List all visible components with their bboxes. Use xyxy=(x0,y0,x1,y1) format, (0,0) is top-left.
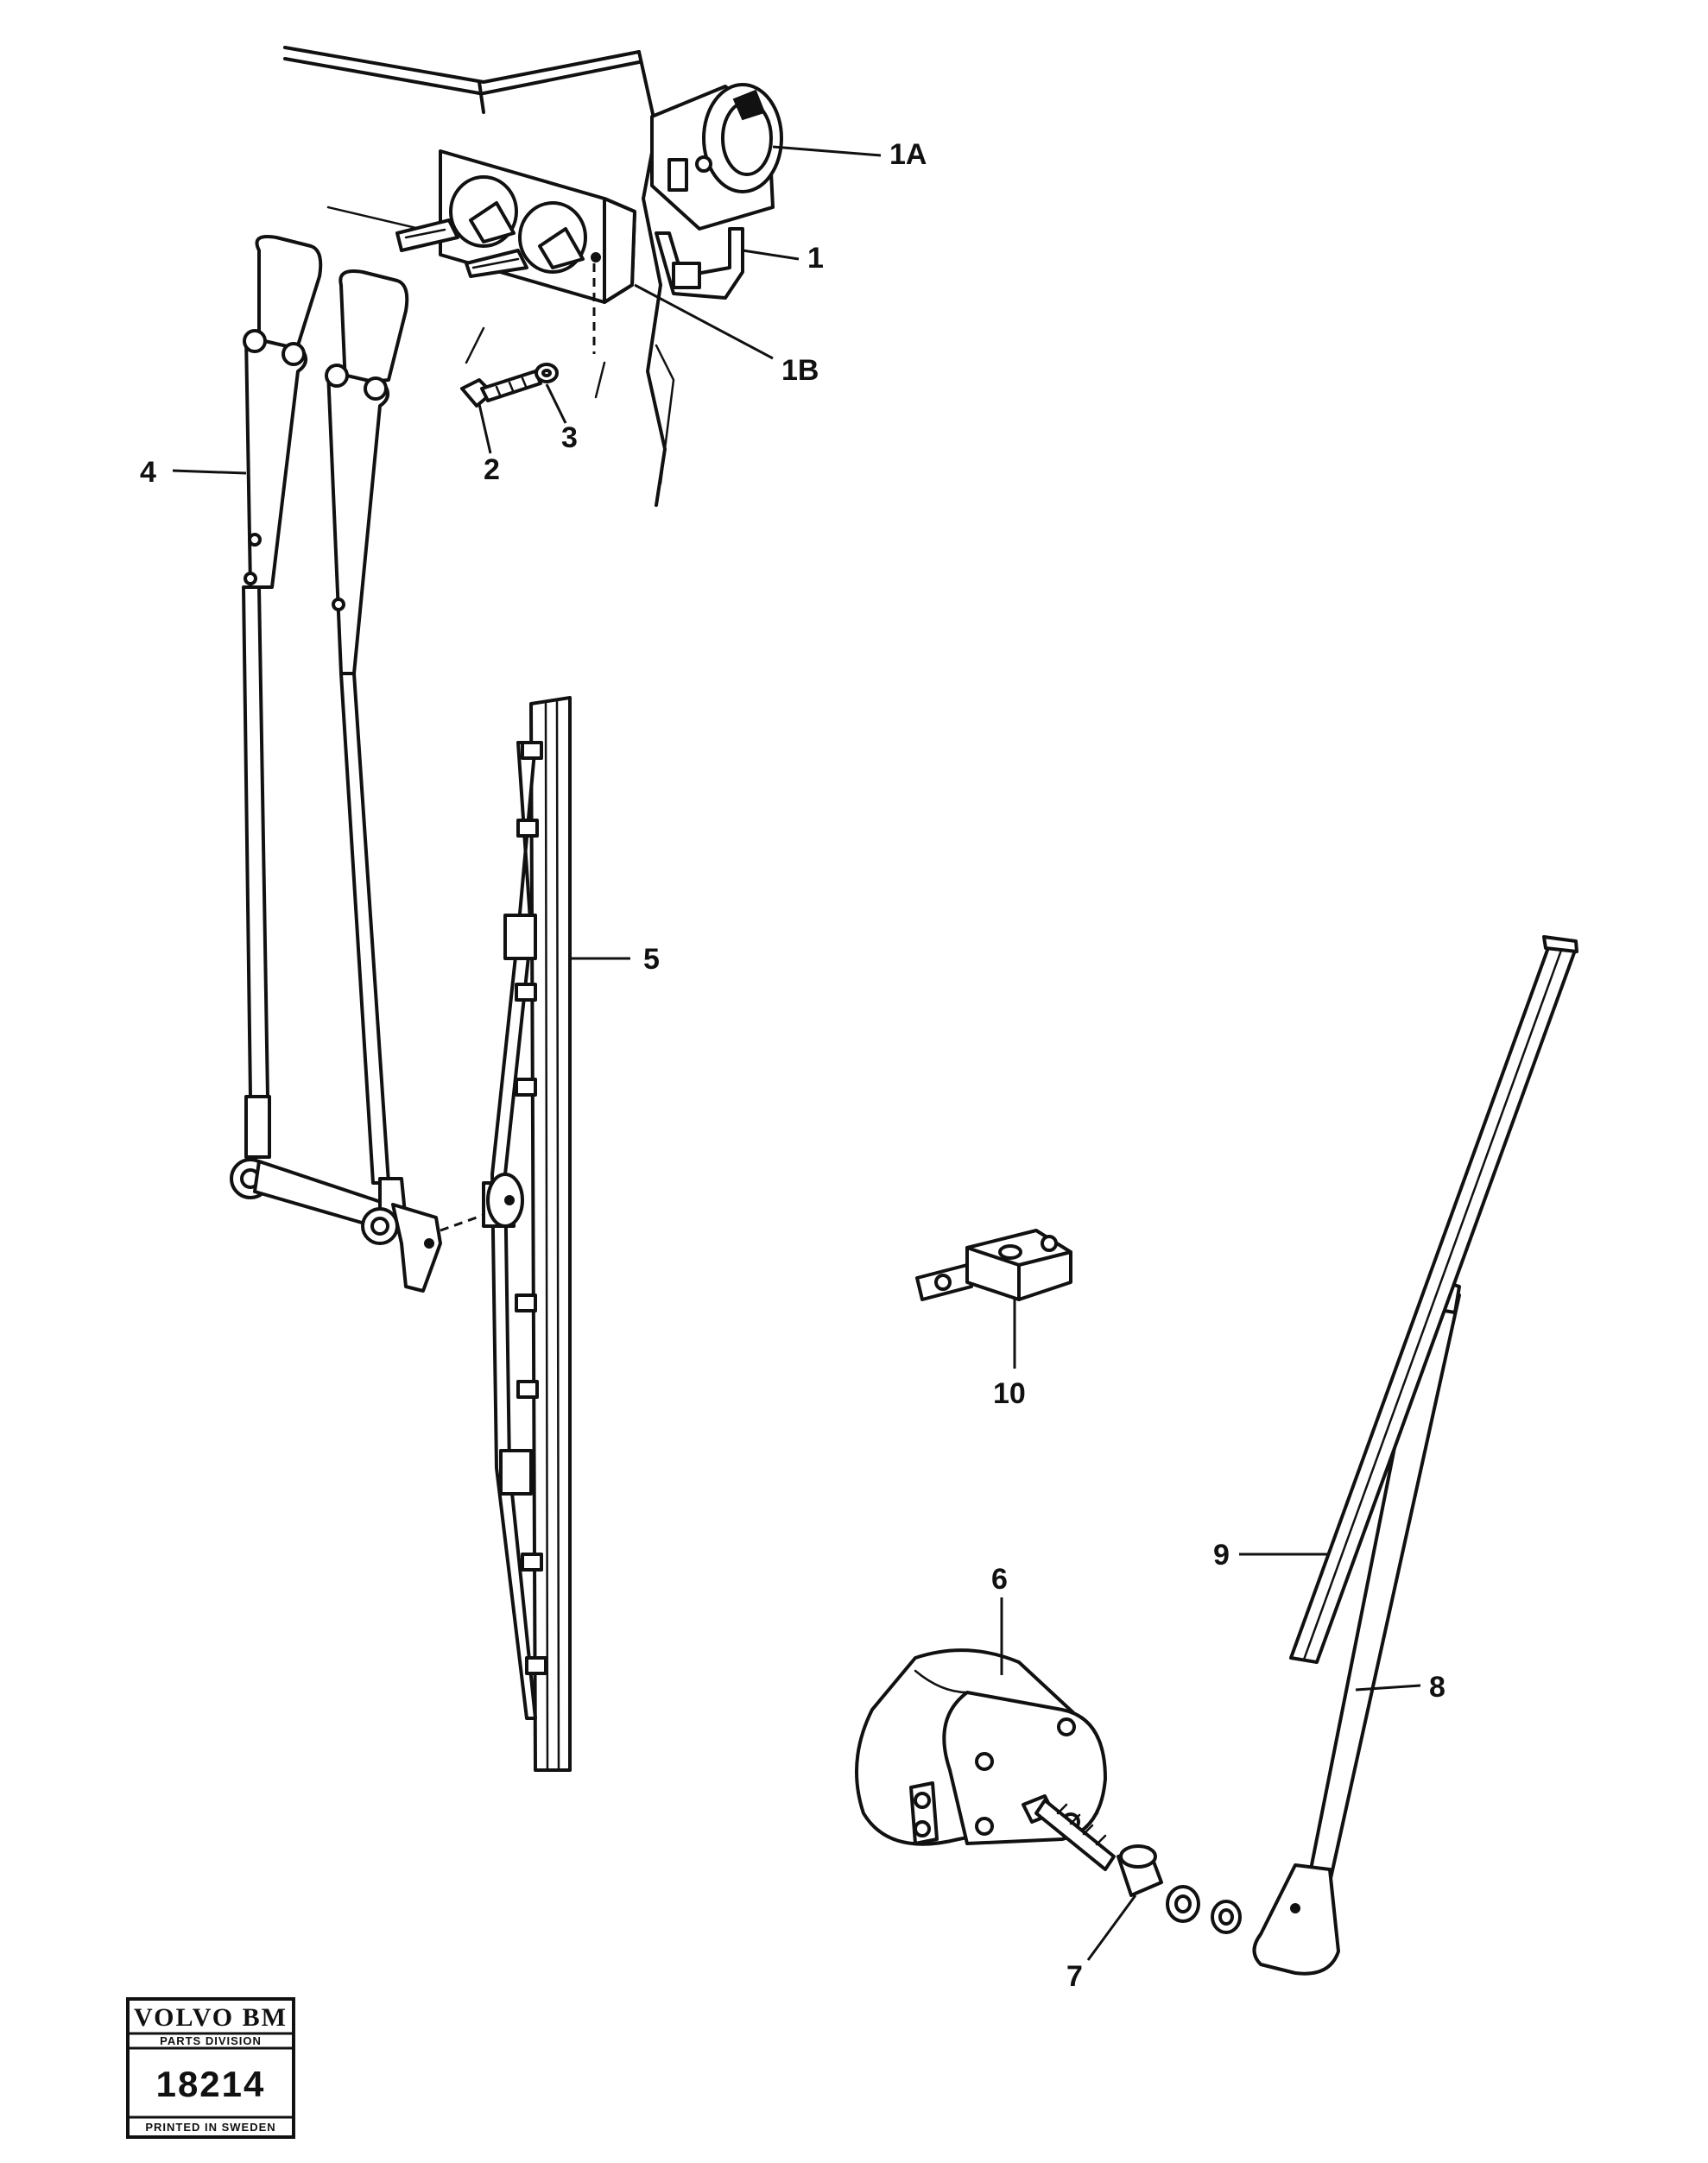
rear-wiper-blade-9 xyxy=(1289,935,1578,1664)
washer-3 xyxy=(535,363,559,383)
callout-5: 5 xyxy=(643,943,660,976)
callout-4: 4 xyxy=(140,456,156,489)
callout-6: 6 xyxy=(991,1563,1008,1596)
rear-wiper-arm-8 xyxy=(1252,1276,1461,1976)
badge-brand: VOLVO BM xyxy=(134,2003,288,2032)
callout-9: 9 xyxy=(1213,1539,1230,1572)
relay-block-10 xyxy=(915,1229,1072,1301)
badge-division: PARTS DIVISION xyxy=(160,2034,262,2047)
bolt-2 xyxy=(460,370,542,408)
callout-1: 1 xyxy=(807,242,824,275)
wiper-blade-5 xyxy=(482,696,572,1772)
callout-8: 8 xyxy=(1429,1671,1445,1704)
callout-1b: 1B xyxy=(781,354,819,387)
parts-division-badge: VOLVO BM PARTS DIVISION 18214 PRINTED IN… xyxy=(126,1997,295,2139)
wiper-arm-assembly-4 xyxy=(230,235,508,1293)
badge-footer: PRINTED IN SWEDEN xyxy=(145,2121,275,2134)
spacer-nut-7 xyxy=(1117,1844,1242,1934)
leader-lines xyxy=(172,145,1421,1961)
callout-7: 7 xyxy=(1066,1960,1083,1993)
callout-3: 3 xyxy=(561,421,578,454)
callout-10: 10 xyxy=(993,1377,1026,1410)
mounting-bracket-1 xyxy=(655,227,744,300)
callout-2: 2 xyxy=(484,453,500,486)
wiper-motor-6 xyxy=(855,1648,1116,1871)
badge-number: 18214 xyxy=(156,2064,266,2104)
wiper-motor-1b xyxy=(395,149,636,354)
callout-1a: 1A xyxy=(889,138,927,171)
callout-labels: 1A 1 1B 2 3 4 5 10 6 7 8 9 xyxy=(140,138,1445,1993)
switch-knob-1a xyxy=(650,83,783,231)
